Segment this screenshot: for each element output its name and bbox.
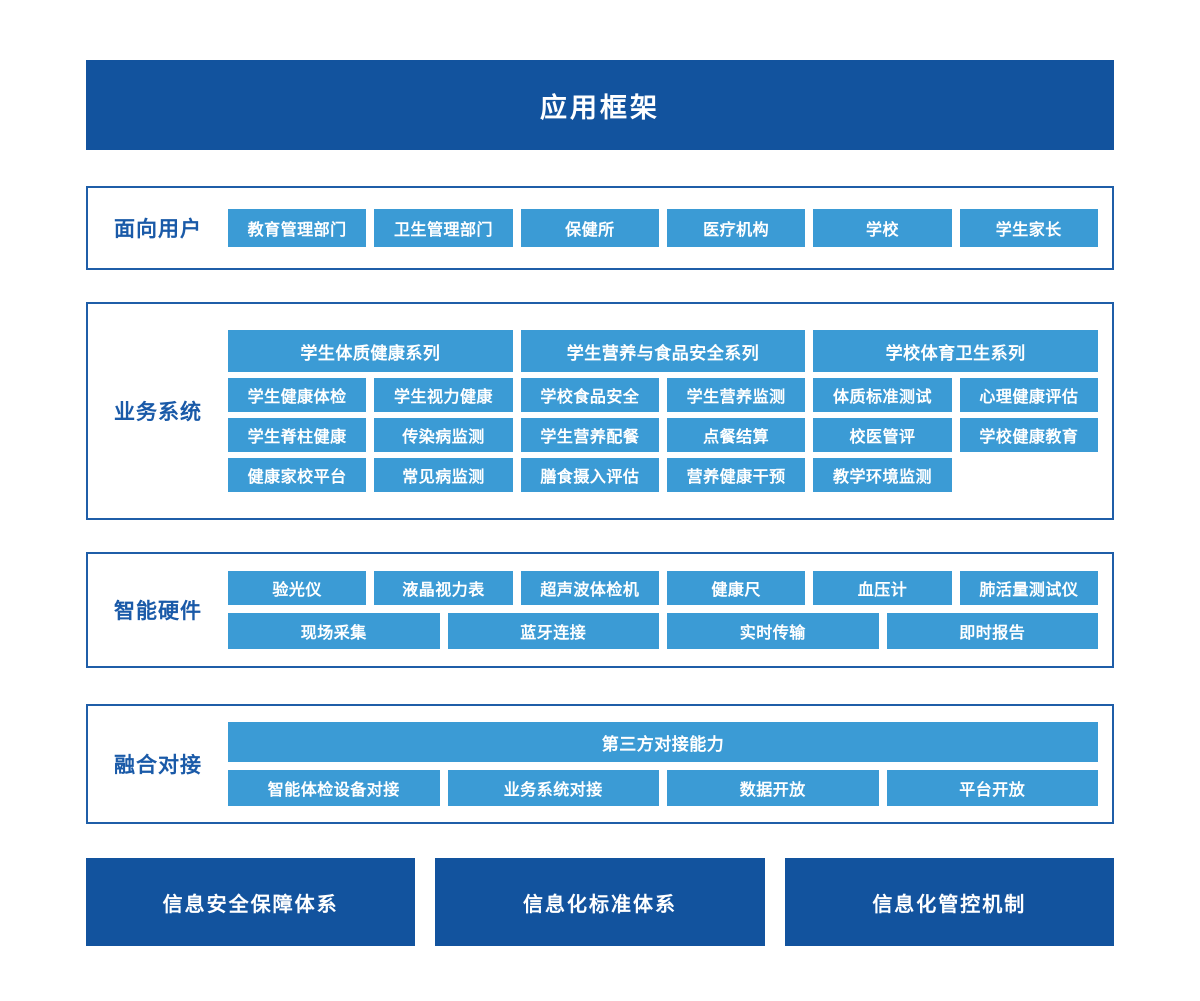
framework-banner: 应用框架 xyxy=(86,60,1114,150)
hardware-device-row: 验光仪 液晶视力表 超声波体检机 健康尺 血压计 肺活量测试仪 xyxy=(228,571,1098,605)
hardware-device-chip[interactable]: 肺活量测试仪 xyxy=(959,571,1098,605)
business-group-header[interactable]: 学生体质健康系列 xyxy=(228,330,513,372)
business-chip[interactable]: 学校食品安全 xyxy=(520,378,659,412)
user-chip[interactable]: 教育管理部门 xyxy=(228,209,367,247)
hardware-capability-chip[interactable]: 实时传输 xyxy=(667,613,879,649)
business-chip[interactable]: 学校健康教育 xyxy=(959,418,1098,452)
target-user-chip-row: 教育管理部门 卫生管理部门 保健所 医疗机构 学校 学生家长 xyxy=(228,209,1098,247)
section-body-smart-hardware: 验光仪 液晶视力表 超声波体检机 健康尺 血压计 肺活量测试仪 现场采集 蓝牙连… xyxy=(228,571,1112,649)
business-chip[interactable]: 教学环境监测 xyxy=(813,458,952,492)
business-chip[interactable]: 体质标准测试 xyxy=(813,378,952,412)
business-chip[interactable]: 健康家校平台 xyxy=(228,458,367,492)
business-chip[interactable]: 营养健康干预 xyxy=(666,458,806,492)
hardware-capability-row: 现场采集 蓝牙连接 实时传输 即时报告 xyxy=(228,613,1098,649)
pillar-informatization-governance[interactable]: 信息化管控机制 xyxy=(784,858,1114,946)
integration-chip[interactable]: 智能体检设备对接 xyxy=(228,770,440,806)
page-title: 应用框架 xyxy=(540,92,660,123)
integration-banner-chip[interactable]: 第三方对接能力 xyxy=(228,722,1098,762)
business-system-grid: 学生体质健康系列 学生营养与食品安全系列 学校体育卫生系列 学生健康体检 学生视… xyxy=(228,330,1098,492)
business-chip[interactable]: 学生脊柱健康 xyxy=(228,418,367,452)
hardware-capability-chip[interactable]: 现场采集 xyxy=(228,613,440,649)
integration-chip-row: 智能体检设备对接 业务系统对接 数据开放 平台开放 xyxy=(228,770,1098,806)
hardware-device-chip[interactable]: 验光仪 xyxy=(228,571,367,605)
integration-chip[interactable]: 业务系统对接 xyxy=(447,770,659,806)
business-chip[interactable]: 心理健康评估 xyxy=(959,378,1098,412)
section-body-business-systems: 学生体质健康系列 学生营养与食品安全系列 学校体育卫生系列 学生健康体检 学生视… xyxy=(228,330,1112,492)
business-chip-placeholder xyxy=(960,458,1098,492)
pillar-information-security[interactable]: 信息安全保障体系 xyxy=(86,858,416,946)
user-chip[interactable]: 学生家长 xyxy=(959,209,1098,247)
hardware-device-chip[interactable]: 血压计 xyxy=(813,571,952,605)
hardware-device-chip[interactable]: 健康尺 xyxy=(666,571,806,605)
business-chip[interactable]: 学生营养配餐 xyxy=(520,418,659,452)
business-chip[interactable]: 点餐结算 xyxy=(666,418,806,452)
section-target-users: 面向用户 教育管理部门 卫生管理部门 保健所 医疗机构 学校 学生家长 xyxy=(86,186,1114,270)
business-chip[interactable]: 学生视力健康 xyxy=(374,378,513,412)
section-label-target-users: 面向用户 xyxy=(114,218,202,241)
business-chip[interactable]: 学生营养监测 xyxy=(666,378,806,412)
business-chip[interactable]: 膳食摄入评估 xyxy=(520,458,659,492)
hardware-capability-chip[interactable]: 蓝牙连接 xyxy=(447,613,659,649)
section-label-smart-hardware: 智能硬件 xyxy=(114,600,202,623)
integration-chip[interactable]: 平台开放 xyxy=(886,770,1098,806)
foundation-pillars: 信息安全保障体系 信息化标准体系 信息化管控机制 xyxy=(86,858,1114,946)
hardware-capability-chip[interactable]: 即时报告 xyxy=(886,613,1098,649)
hardware-device-chip[interactable]: 液晶视力表 xyxy=(374,571,513,605)
user-chip[interactable]: 医疗机构 xyxy=(666,209,806,247)
section-label-business-systems: 业务系统 xyxy=(114,401,202,424)
section-smart-hardware: 智能硬件 验光仪 液晶视力表 超声波体检机 健康尺 血压计 肺活量测试仪 现场采… xyxy=(86,552,1114,668)
user-chip[interactable]: 卫生管理部门 xyxy=(374,209,513,247)
section-business-systems: 业务系统 学生体质健康系列 学生营养与食品安全系列 学校体育卫生系列 学生健康体… xyxy=(86,302,1114,520)
pillar-informatization-standards[interactable]: 信息化标准体系 xyxy=(435,858,765,946)
business-chip[interactable]: 学生健康体检 xyxy=(228,378,367,412)
business-group-header[interactable]: 学生营养与食品安全系列 xyxy=(520,330,806,372)
hardware-device-chip[interactable]: 超声波体检机 xyxy=(520,571,659,605)
section-body-target-users: 教育管理部门 卫生管理部门 保健所 医疗机构 学校 学生家长 xyxy=(228,209,1112,247)
business-chip[interactable]: 校医管评 xyxy=(813,418,952,452)
user-chip[interactable]: 保健所 xyxy=(520,209,659,247)
section-label-integration: 融合对接 xyxy=(114,754,202,777)
business-chip[interactable]: 常见病监测 xyxy=(374,458,513,492)
business-chip[interactable]: 传染病监测 xyxy=(374,418,513,452)
user-chip[interactable]: 学校 xyxy=(813,209,952,247)
integration-banner-row: 第三方对接能力 xyxy=(228,722,1098,762)
section-integration: 融合对接 第三方对接能力 智能体检设备对接 业务系统对接 数据开放 平台开放 xyxy=(86,704,1114,824)
integration-chip[interactable]: 数据开放 xyxy=(667,770,879,806)
business-group-header[interactable]: 学校体育卫生系列 xyxy=(813,330,1098,372)
section-body-integration: 第三方对接能力 智能体检设备对接 业务系统对接 数据开放 平台开放 xyxy=(228,722,1112,806)
